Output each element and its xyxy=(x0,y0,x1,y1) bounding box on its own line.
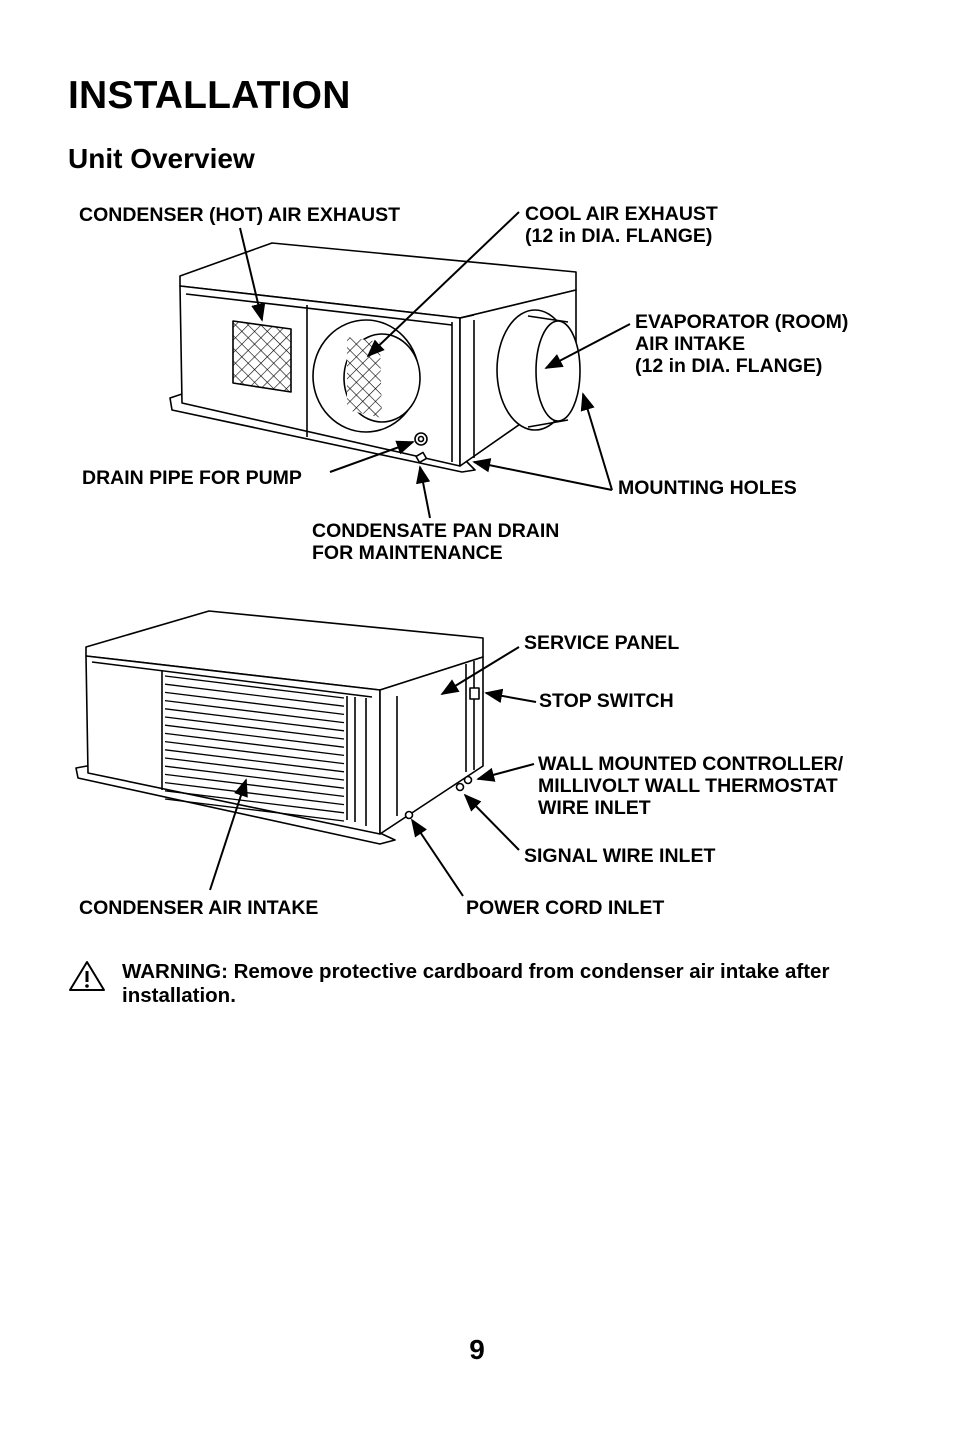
louver-slat xyxy=(164,683,345,707)
page-number: 9 xyxy=(469,1334,485,1365)
louver-slat xyxy=(164,757,345,781)
louver-slat xyxy=(164,740,345,765)
label-service-panel: SERVICE PANEL xyxy=(524,632,680,654)
label-controller-inlet: WALL MOUNTED CONTROLLER/ MILLIVOLT WALL … xyxy=(538,753,844,819)
louver-slat xyxy=(164,708,345,732)
louver-slat xyxy=(164,790,345,814)
louver-slat xyxy=(164,765,345,789)
top-leader-lines xyxy=(239,211,631,519)
louver-slat xyxy=(164,749,345,773)
condenser-louvers xyxy=(164,675,345,822)
warning-triangle-icon xyxy=(69,961,105,991)
top-unit-drawing xyxy=(169,242,581,473)
label-condenser-intake: CONDENSER AIR INTAKE xyxy=(79,897,319,919)
louver-slat xyxy=(164,691,345,716)
label-power-cord: POWER CORD INLET xyxy=(466,897,665,919)
label-stop-switch: STOP SWITCH xyxy=(539,690,674,712)
louver-slat xyxy=(164,724,345,748)
louver-slat xyxy=(164,732,345,757)
bottom-unit-drawing xyxy=(75,610,484,845)
louver-slat xyxy=(164,675,345,699)
label-mounting-holes: MOUNTING HOLES xyxy=(618,477,797,499)
section-heading: Unit Overview xyxy=(68,143,255,174)
louver-slat xyxy=(164,699,345,724)
louver-slat xyxy=(164,798,345,822)
warning-note: WARNING: Remove protective cardboard fro… xyxy=(68,958,898,1018)
louver-slat xyxy=(164,773,345,798)
label-drain-pipe: DRAIN PIPE FOR PUMP xyxy=(82,467,302,489)
louver-slat xyxy=(164,781,345,806)
label-signal-wire: SIGNAL WIRE INLET xyxy=(524,845,716,867)
label-cool-air-exhaust: COOL AIR EXHAUST (12 in DIA. FLANGE) xyxy=(525,203,718,247)
label-condensate-drain: CONDENSATE PAN DRAIN FOR MAINTENANCE xyxy=(312,520,560,564)
louver-slat xyxy=(164,716,345,740)
warning-text: WARNING: Remove protective cardboard fro… xyxy=(122,960,830,1007)
bottom-leader-lines xyxy=(209,646,537,897)
label-condenser-exhaust: CONDENSER (HOT) AIR EXHAUST xyxy=(79,204,401,226)
page-title: INSTALLATION xyxy=(68,74,351,117)
label-evaporator-intake: EVAPORATOR (ROOM) AIR INTAKE (12 in DIA.… xyxy=(635,311,849,377)
